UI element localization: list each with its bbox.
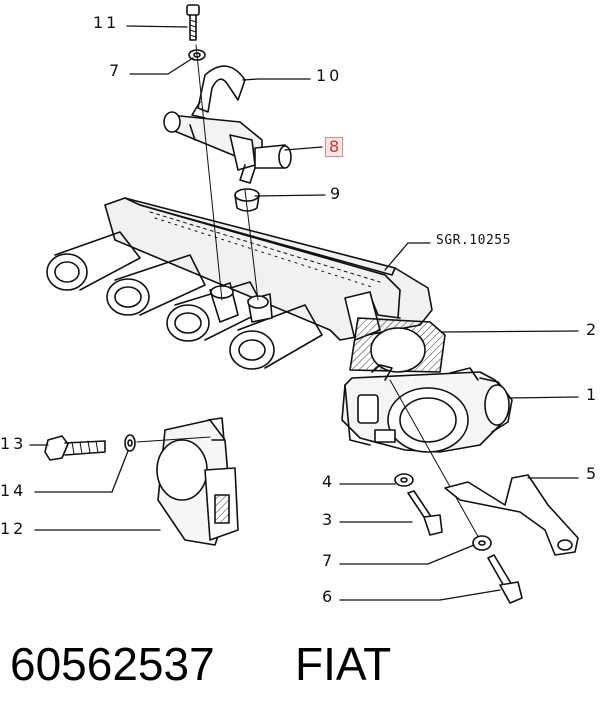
callout-2[interactable]: 2 xyxy=(586,320,600,339)
callout-7-top[interactable]: 7 xyxy=(109,61,123,80)
callout-4[interactable]: 4 xyxy=(322,472,336,491)
callout-7-bottom[interactable]: 7 xyxy=(322,551,336,570)
callout-5[interactable]: 5 xyxy=(586,464,600,483)
washer-4 xyxy=(394,473,414,487)
callout-12[interactable]: 12 xyxy=(0,519,27,538)
callout-10[interactable]: 10 xyxy=(316,66,343,85)
fuel-injector-assembly xyxy=(163,111,292,184)
callout-9[interactable]: 9 xyxy=(330,184,344,203)
screw-6 xyxy=(487,554,523,604)
gasket xyxy=(349,317,446,373)
part-number: 60562537 xyxy=(10,638,215,690)
callout-1[interactable]: 1 xyxy=(586,385,600,404)
leader-lines xyxy=(29,25,579,601)
throttle-body xyxy=(341,364,513,453)
callout-6[interactable]: 6 xyxy=(322,587,336,606)
assembly-lines xyxy=(195,44,481,541)
retaining-bracket xyxy=(191,65,246,119)
drawing-reference: SGR.10255 xyxy=(436,233,511,248)
callout-13[interactable]: 13 xyxy=(0,434,27,453)
screw-top xyxy=(186,4,200,41)
screw-3 xyxy=(407,490,443,536)
washer-bottom xyxy=(472,535,492,551)
callout-14[interactable]: 14 xyxy=(0,481,27,500)
callout-8-highlighted[interactable]: 8 xyxy=(325,137,344,157)
intake-manifold xyxy=(46,197,433,370)
throttle-bracket xyxy=(444,474,579,556)
runner-1 xyxy=(46,231,141,291)
washer-sensor xyxy=(124,434,211,452)
screw-sensor xyxy=(44,435,106,461)
callout-11[interactable]: 11 xyxy=(93,13,120,32)
brand-name: FIAT xyxy=(295,638,392,690)
runner-2 xyxy=(106,254,206,316)
throttle-position-sensor xyxy=(156,417,239,546)
callout-3[interactable]: 3 xyxy=(322,510,336,529)
